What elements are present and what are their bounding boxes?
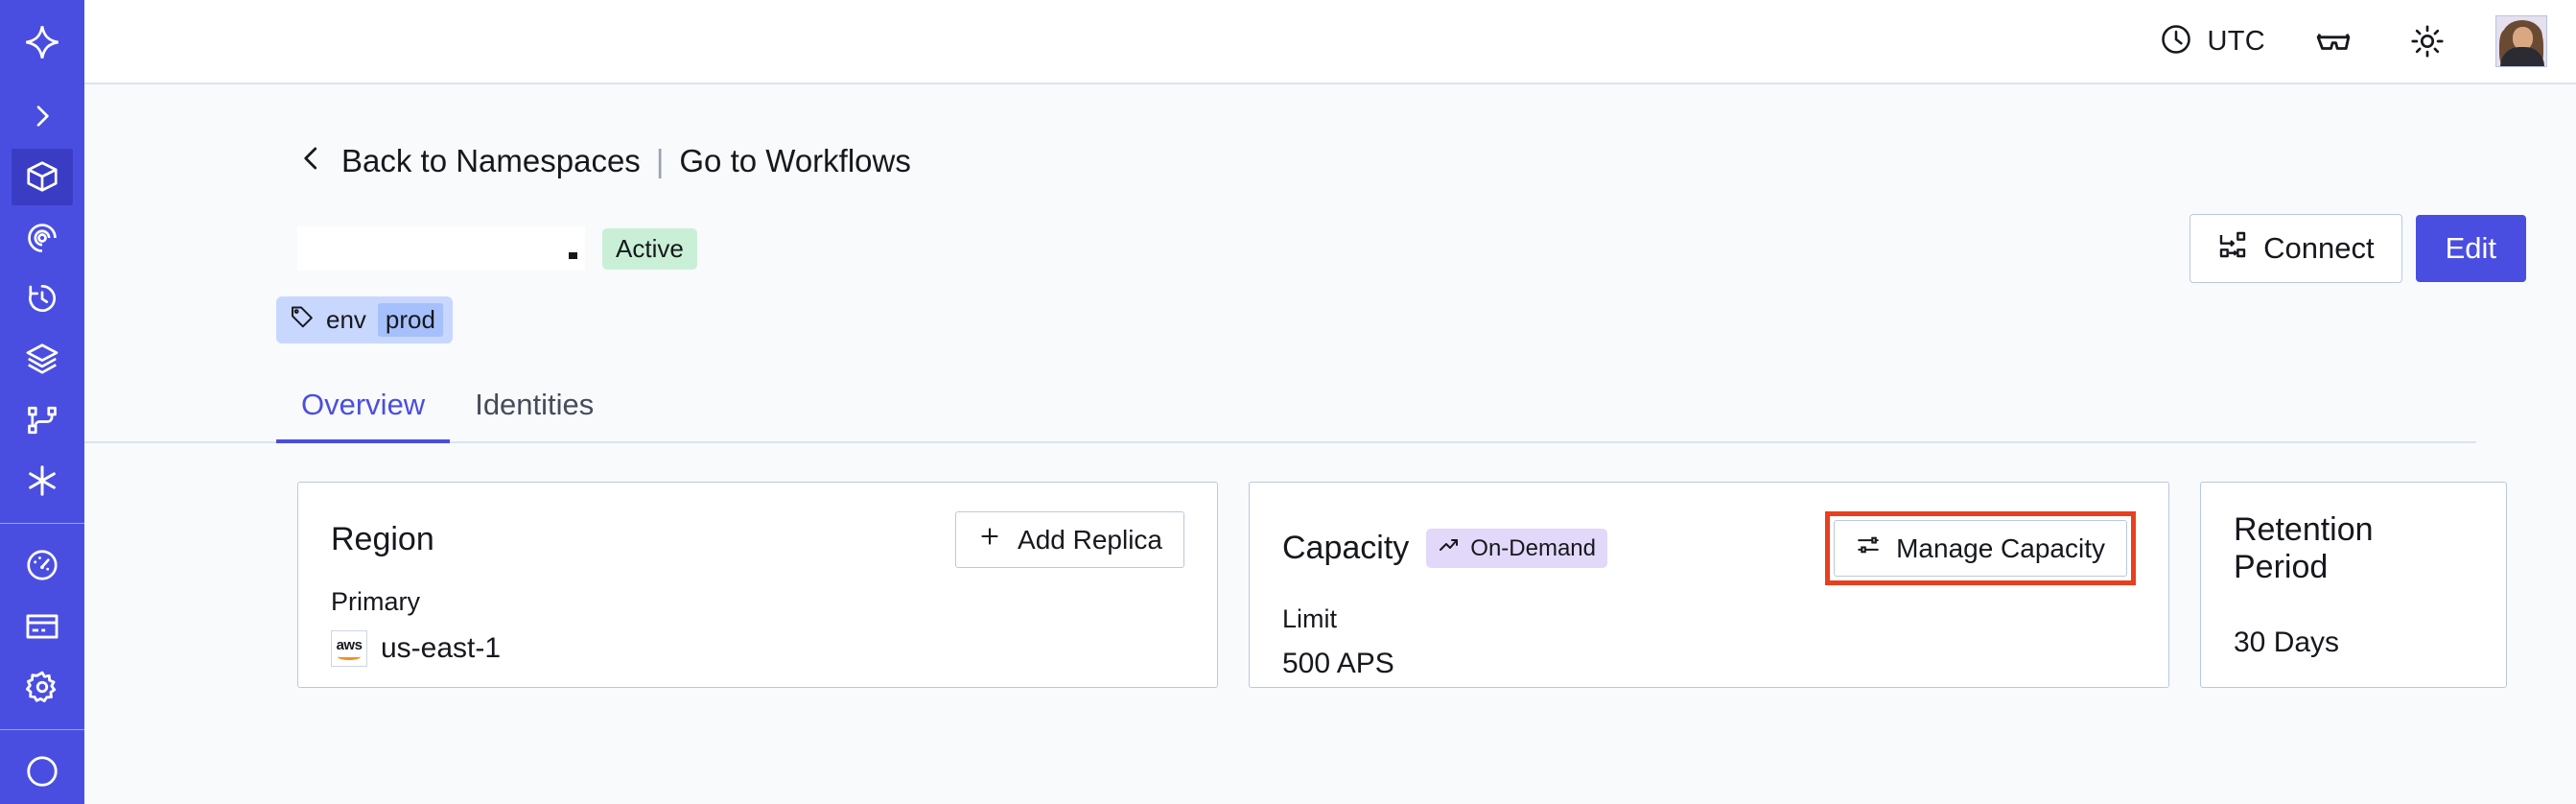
status-badge: Active [602,227,697,270]
sliders-icon [1856,532,1881,564]
glasses-icon[interactable] [2307,15,2359,67]
region-value: us-east-1 [381,632,502,664]
tag-value: prod [377,303,443,337]
user-avatar[interactable] [2495,15,2547,67]
avatar-face [2513,27,2533,50]
capacity-limit-label: Limit [1282,604,1338,633]
retention-card: Retention Period 30 Days [2200,482,2507,688]
sidebar-item-nexus[interactable] [12,209,73,266]
namespace-tags: env prod [84,283,2526,343]
sidebar-item-help-icon[interactable] [12,744,73,800]
capacity-value: 500 APS [1282,648,1394,679]
sidebar-item-schedules[interactable] [12,270,73,326]
tag-icon [290,304,315,336]
on-demand-badge-label: On-Demand [1470,534,1597,561]
add-replica-button[interactable]: Add Replica [955,511,1184,568]
temporal-logo-icon[interactable] [12,13,73,70]
breadcrumb: Back to Namespaces | Go to Workflows [84,84,2526,179]
sidebar-item-workflows[interactable] [12,391,73,448]
title-glyph-remnant [569,252,577,259]
breadcrumb-separator: | [655,142,665,178]
expand-sidebar-icon[interactable] [12,87,73,144]
retention-card-header: Retention Period [2234,511,2473,586]
capacity-card-title: Capacity [1282,530,1410,566]
namespace-header-row: Active [84,179,2526,283]
timezone-selector[interactable]: UTC [2159,22,2265,61]
page-title [297,226,585,271]
sidebar-item-namespaces[interactable] [12,148,73,206]
capacity-card: Capacity On-Demand [1249,482,2169,688]
trend-up-icon [1438,533,1461,563]
retention-card-title: Retention Period [2234,511,2374,585]
add-replica-label: Add Replica [1018,524,1162,555]
avatar-body [2500,47,2544,66]
namespace-tabs: Overview Identities [84,343,2476,443]
tab-overview[interactable]: Overview [276,388,451,443]
connect-button[interactable]: Connect [2190,214,2402,283]
aws-swoosh [338,653,361,660]
back-to-namespaces-link[interactable]: Back to Namespaces [341,142,641,178]
sidebar-item-usage[interactable] [12,537,73,594]
add-replica-button-wrap: Add Replica [955,511,1184,568]
sidebar-item-integrations[interactable] [12,452,73,508]
capacity-card-header: Capacity On-Demand [1282,511,2136,585]
tab-identities[interactable]: Identities [475,388,595,421]
overview-cards: Region Add Replica [84,443,2526,688]
timezone-label: UTC [2207,25,2265,57]
sidebar-item-billing[interactable] [12,598,73,654]
region-card: Region Add Replica [297,482,1218,688]
region-card-header: Region Add Replica [331,511,1184,568]
sun-icon[interactable] [2401,15,2453,67]
plus-icon [977,524,1002,556]
region-primary-label: Primary [331,587,420,616]
edit-button[interactable]: Edit [2415,215,2526,282]
clock-icon [2159,22,2193,61]
primary-sidebar [0,0,84,804]
chevron-left-icon[interactable] [297,142,326,179]
manage-capacity-highlight: Manage Capacity [1825,511,2136,585]
aws-logo-icon: aws [331,630,367,667]
region-card-title: Region [331,521,434,557]
sidebar-item-batch-operations[interactable] [12,331,73,388]
tag-key: env [326,305,366,334]
topbar: UTC [84,0,2576,84]
manage-capacity-button[interactable]: Manage Capacity [1834,520,2127,577]
page-content: Back to Namespaces | Go to Workflows Act… [84,84,2576,804]
sidebar-item-settings[interactable] [12,658,73,715]
main-region: UTC [84,0,2576,804]
sidebar-divider-1 [0,522,84,524]
sidebar-divider-2 [0,728,84,730]
connect-icon [2217,229,2248,268]
go-to-workflows-link[interactable]: Go to Workflows [679,142,911,178]
tag-env[interactable]: env prod [276,296,453,343]
connect-button-label: Connect [2263,231,2375,265]
retention-value: 30 Days [2234,627,2340,658]
manage-capacity-label: Manage Capacity [1896,532,2105,563]
on-demand-badge: On-Demand [1426,529,1608,568]
region-value-row: aws us-east-1 [331,630,1184,667]
aws-logo-text: aws [336,636,363,653]
header-actions: Connect Edit [2190,214,2526,283]
